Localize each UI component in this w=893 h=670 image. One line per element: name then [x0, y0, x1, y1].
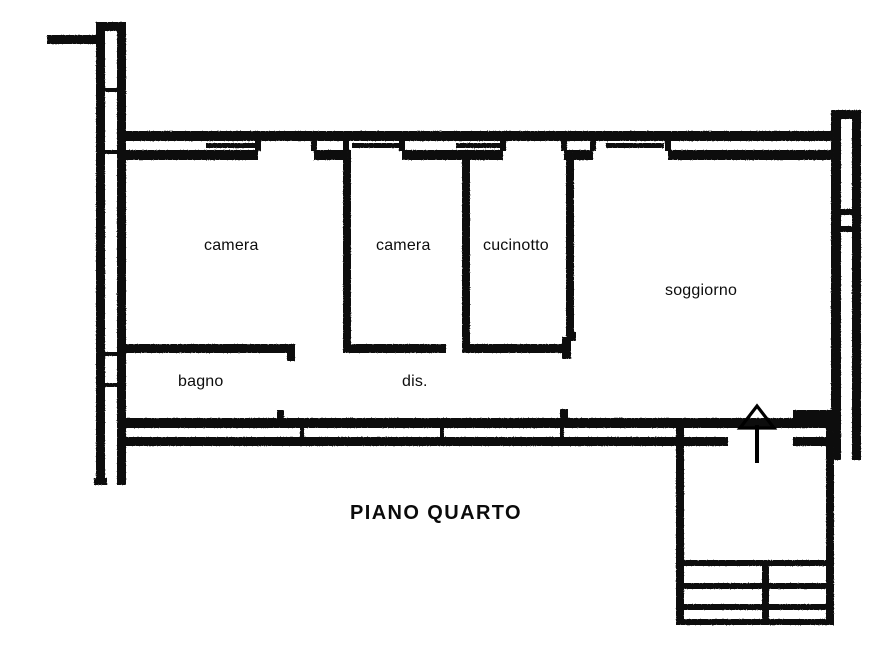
- exterior-wall-right: [831, 110, 861, 460]
- exterior-wall-top: [117, 131, 840, 160]
- room-label-camera-2: camera: [376, 237, 431, 254]
- room-label-disimpegno: dis.: [402, 373, 428, 390]
- partition-camera1-camera2: [343, 150, 352, 353]
- wall-soggiorno-bottom: [718, 410, 841, 446]
- room-label-bagno: bagno: [178, 373, 224, 390]
- partition-dis-cucinotto: [462, 337, 571, 359]
- exterior-wall-left: [94, 22, 126, 485]
- north-arrow-icon: [736, 403, 778, 463]
- room-label-soggiorno: soggiorno: [665, 282, 738, 299]
- partition-cucinotto-soggiorno: [566, 150, 576, 341]
- room-label-camera-1: camera: [204, 237, 259, 254]
- page-title: PIANO QUARTO: [350, 502, 522, 524]
- wall-tab-right-lower: [841, 226, 859, 232]
- room-label-cucinotto: cucinotto: [483, 237, 549, 254]
- wall-stub-top-left: [47, 35, 105, 44]
- wall-tab-right-upper: [841, 209, 859, 215]
- exterior-wall-bottom: [117, 409, 728, 446]
- partition-camera2-cucinotto: [462, 150, 471, 353]
- partition-bagno-camera: [122, 344, 295, 361]
- partition-dis-camera2: [346, 344, 446, 353]
- balcony: [676, 428, 834, 625]
